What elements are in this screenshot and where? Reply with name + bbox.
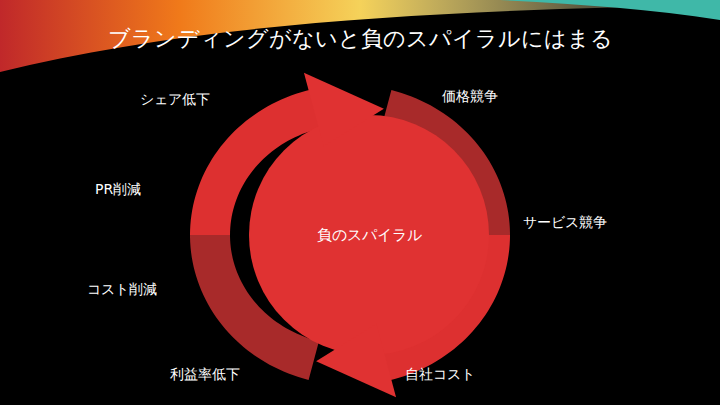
spiral-step-label: 価格競争 <box>442 88 498 106</box>
spiral-step-label: コスト削減 <box>87 281 157 299</box>
spiral-step-label: PR削減 <box>95 181 141 199</box>
decor-swoosh <box>500 0 720 20</box>
spiral-step-label: サービス競争 <box>523 214 607 232</box>
arrow-head <box>316 324 396 397</box>
spiral-step-label: 自社コスト <box>405 366 475 384</box>
spiral-step-label: 利益率低下 <box>170 366 240 384</box>
decor-swoosh <box>0 0 720 72</box>
arrow-head <box>304 73 384 146</box>
spiral-step-label: シェア低下 <box>140 91 210 109</box>
node-text: 負のスパイラル <box>249 115 489 355</box>
slide-title: ブランディングがないと負のスパイラルにはまる <box>0 24 720 54</box>
spiral-circle: 負のスパイラル <box>249 115 489 355</box>
circle-fill <box>249 115 489 355</box>
